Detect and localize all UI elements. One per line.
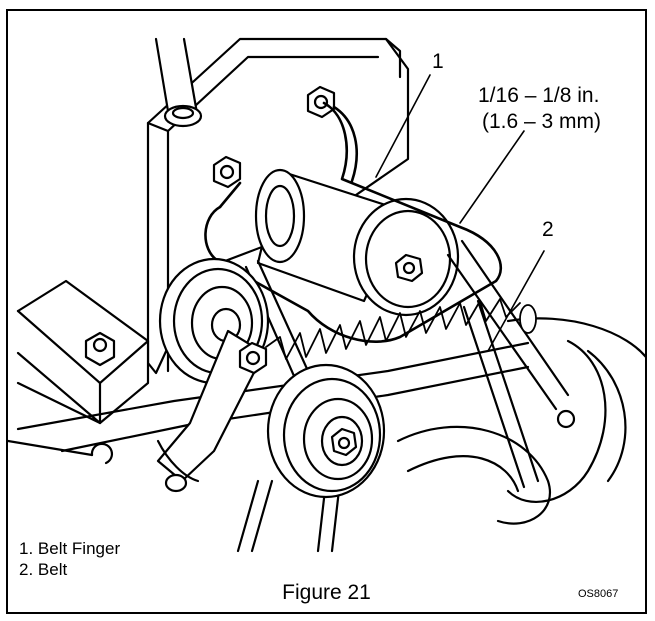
lower-front-pulley — [266, 363, 386, 499]
belt-finger-illustration — [8, 37, 645, 553]
callout-2: 2 — [542, 218, 554, 241]
plate-bolts — [212, 85, 336, 189]
figure-caption: Figure 21 — [282, 581, 371, 604]
pivot-arm — [156, 329, 268, 493]
measurement-mm: (1.6 – 3 mm) — [482, 110, 602, 133]
tension-spring — [265, 298, 537, 360]
legend: 1. Belt Finger 2. Belt — [19, 538, 120, 580]
handle-tube — [154, 37, 203, 128]
drawing-code: OS8067 — [578, 588, 619, 600]
leader-lines — [375, 74, 545, 352]
legend-item-belt: 2. Belt — [19, 560, 68, 579]
idler-pulley — [254, 168, 460, 317]
side-block — [16, 279, 150, 425]
legend-item-belt-finger: 1. Belt Finger — [19, 539, 121, 558]
deck-housing — [396, 317, 645, 525]
belt-finger-guide — [204, 101, 502, 343]
callout-1: 1 — [432, 50, 444, 73]
measurement-inches: 1/16 – 1/8 in. — [478, 84, 600, 107]
figure-frame: 1 2 1/16 – 1/8 in. (1.6 – 3 mm) 1. Belt … — [6, 9, 647, 614]
